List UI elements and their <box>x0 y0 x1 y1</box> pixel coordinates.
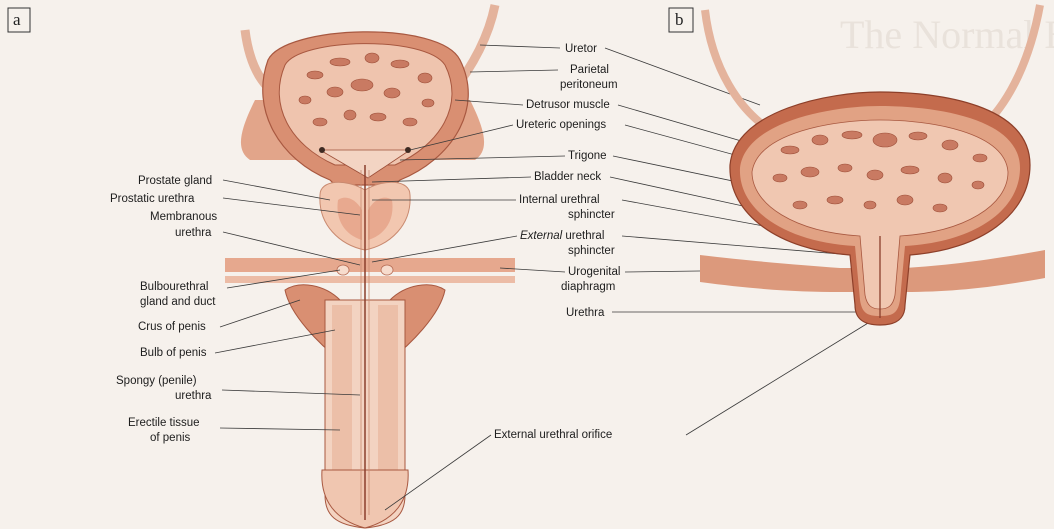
ureter-b-left <box>705 10 770 130</box>
label-detrusor: Detrusor muscle <box>526 99 610 111</box>
panel-a-letter: a <box>13 10 21 29</box>
label-prostatic-urethra: Prostatic urethra <box>110 193 195 205</box>
leader-uretor-a <box>480 45 560 48</box>
urogenital-diaphragm-a2 <box>225 276 515 283</box>
label-internal-1: Internal urethral <box>519 194 600 206</box>
background-page-text: The Normal Bladder <box>840 12 1054 57</box>
label-external-2: sphincter <box>568 245 615 257</box>
label-parietal-1: Parietal <box>570 64 609 76</box>
leader-orifice-b <box>686 320 873 435</box>
label-spongy-1: Spongy (penile) <box>116 375 197 387</box>
label-urethra: Urethra <box>566 307 605 319</box>
label-crus: Crus of penis <box>138 321 206 333</box>
panel-a: a <box>8 5 515 528</box>
background-title: The Normal Bladder <box>840 12 1054 57</box>
label-bulbourethral-1: Bulbourethral <box>140 281 208 293</box>
label-external-1: External urethral <box>520 230 604 242</box>
label-prostate-gland: Prostate gland <box>138 175 212 187</box>
label-external-italic: External <box>520 230 563 242</box>
label-external-rest: urethral <box>562 230 604 242</box>
label-membranous-2: urethra <box>175 227 212 239</box>
panel-b-letter: b <box>675 10 684 29</box>
ureteric-opening-left <box>319 147 325 153</box>
label-erectile-2: of penis <box>150 432 191 444</box>
label-bulb: Bulb of penis <box>140 347 207 359</box>
bulbourethral-gland-right <box>381 265 393 275</box>
leader-bulb <box>215 330 335 353</box>
leader-parietal <box>470 70 558 72</box>
label-internal-2: sphincter <box>568 209 615 221</box>
label-external-orifice: External urethral orifice <box>494 429 612 441</box>
label-spongy-2: urethra <box>175 390 212 402</box>
label-bulbourethral-2: gland and duct <box>140 296 216 308</box>
corpus-cavernosum-right <box>378 305 398 470</box>
leader-crus <box>220 300 300 327</box>
urogenital-diaphragm-a <box>225 258 515 272</box>
label-membranous-1: Membranous <box>150 211 217 223</box>
label-ureteric-openings: Ureteric openings <box>516 119 606 131</box>
label-trigone: Trigone <box>568 150 607 162</box>
corpus-cavernosum-left <box>332 305 352 470</box>
label-parietal-2: peritoneum <box>560 79 618 91</box>
leader-erectile <box>220 428 340 430</box>
leader-prostate-gland <box>223 180 330 200</box>
leader-detrusor-b <box>618 105 755 145</box>
label-erectile-1: Erectile tissue <box>128 417 200 429</box>
label-bladder-neck: Bladder neck <box>534 171 601 183</box>
label-urogenital-1: Urogenital <box>568 266 620 278</box>
label-urogenital-2: diaphragm <box>561 281 615 293</box>
label-uretor: Uretor <box>565 43 597 55</box>
